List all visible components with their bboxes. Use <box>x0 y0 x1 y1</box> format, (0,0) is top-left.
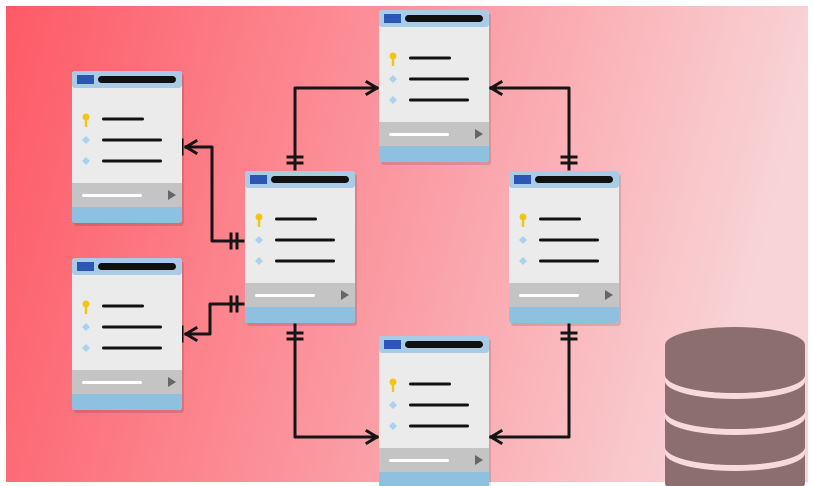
play-arrow-icon <box>341 290 349 300</box>
field-line <box>409 403 469 407</box>
diamond-icon <box>519 257 527 265</box>
footer-bar <box>82 194 142 197</box>
field-line <box>409 77 469 81</box>
play-arrow-icon <box>168 190 176 200</box>
play-arrow-icon <box>475 129 483 139</box>
table-title-bar <box>535 176 613 183</box>
table-left-top <box>72 71 184 226</box>
one-marker <box>560 331 578 341</box>
field-line <box>102 346 162 350</box>
diamond-icon <box>82 344 90 352</box>
field-line <box>275 259 335 263</box>
key-icon <box>389 52 397 66</box>
one-marker <box>229 232 239 250</box>
field-line <box>102 325 162 329</box>
relationship-line-5 <box>293 323 379 439</box>
play-arrow-icon <box>475 455 483 465</box>
diamond-icon <box>389 75 397 83</box>
key-icon <box>82 300 90 314</box>
table-title-bar <box>98 76 176 83</box>
one-marker <box>286 155 304 165</box>
field-line <box>409 382 451 386</box>
relationship-line-2 <box>184 302 245 336</box>
key-icon <box>82 113 90 127</box>
field-line <box>539 217 581 221</box>
key-icon <box>519 213 527 227</box>
relationship-lines <box>180 79 578 446</box>
table-title-bar <box>405 341 483 348</box>
one-marker <box>229 295 239 313</box>
diamond-icon <box>82 323 90 331</box>
diamond-icon <box>519 236 527 244</box>
diamond-icon <box>82 157 90 165</box>
window-icon <box>77 262 94 271</box>
footer-bar <box>82 381 142 384</box>
key-icon <box>255 213 263 227</box>
relationship-line-4 <box>489 86 571 171</box>
diamond-icon <box>255 257 263 265</box>
one-marker <box>286 331 304 341</box>
field-line <box>102 304 144 308</box>
play-arrow-icon <box>168 377 176 387</box>
field-line <box>539 259 599 263</box>
relationship-line-3 <box>293 86 379 171</box>
field-line <box>102 159 162 163</box>
key-icon <box>389 378 397 392</box>
diamond-icon <box>255 236 263 244</box>
diamond-icon <box>82 136 90 144</box>
table-title-bar <box>271 176 349 183</box>
field-line <box>102 117 144 121</box>
field-line <box>102 138 162 142</box>
footer-bar <box>519 294 579 297</box>
one-marker <box>560 155 578 165</box>
field-line <box>275 217 317 221</box>
diamond-icon <box>389 422 397 430</box>
window-icon <box>250 175 267 184</box>
field-line <box>275 238 335 242</box>
table-left-bottom <box>72 258 184 413</box>
relationship-line-1 <box>184 145 245 243</box>
field-line <box>409 98 469 102</box>
table-bottom <box>379 336 491 486</box>
diamond-icon <box>389 96 397 104</box>
field-line <box>409 56 451 60</box>
footer-bar <box>389 459 449 462</box>
footer-bar <box>389 133 449 136</box>
database-top <box>665 327 805 363</box>
window-icon <box>514 175 531 184</box>
table-top <box>379 10 491 165</box>
table-center <box>245 171 357 326</box>
footer-bar <box>255 294 315 297</box>
field-line <box>409 424 469 428</box>
entity-tables <box>72 10 621 486</box>
table-right <box>509 171 621 326</box>
field-line <box>539 238 599 242</box>
window-icon <box>77 75 94 84</box>
play-arrow-icon <box>605 290 613 300</box>
relationship-line-6 <box>489 323 571 439</box>
diamond-icon <box>389 401 397 409</box>
window-icon <box>384 340 401 349</box>
window-icon <box>384 14 401 23</box>
database-icon <box>665 327 805 486</box>
table-title-bar <box>98 263 176 270</box>
table-title-bar <box>405 15 483 22</box>
